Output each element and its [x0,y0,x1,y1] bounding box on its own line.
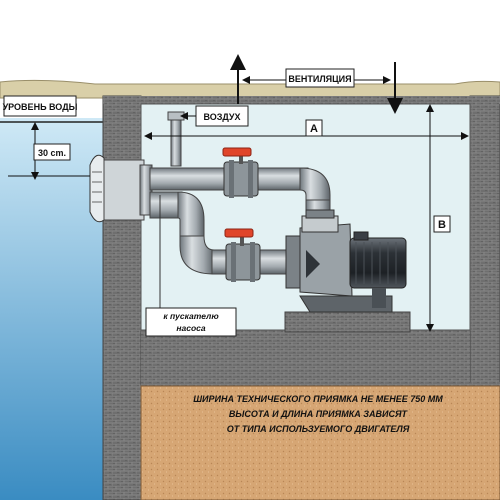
air-label: ВОЗДУХ [203,112,240,122]
water-level-label: УРОВЕНЬ ВОДЫ [3,102,78,112]
starter-box [145,307,237,337]
dim-b-box [433,215,451,233]
dim-a-box [305,119,323,137]
lower-pipe-stub [149,191,183,219]
water-level-box [3,95,77,117]
starter-label-line2: насоса [176,323,206,333]
pool-water [0,118,103,500]
pit-slab-top [103,96,500,104]
motor-body [349,237,407,289]
note-line1: ШИРИНА ТЕХНИЧЕСКОГО ПРИЯМКА НЕ МЕНЕЕ 750… [193,394,443,404]
skimmer-inlet [89,154,153,223]
depth-box [33,143,71,161]
upper-valve-handle [222,147,252,157]
starter-label-line1: к пускателю [163,311,219,321]
ventilation-box [285,68,355,88]
depth-label: 30 cm. [38,148,66,158]
ventilation-label: ВЕНТИЛЯЦИЯ [288,74,351,84]
ground-slab [0,79,500,99]
note-line2: ВЫСОТА И ДЛИНА ПРИЯМКА ЗАВИСЯТ [229,409,409,419]
dim-a-label: A [310,123,318,135]
pump-base-plinth [284,311,411,333]
pit-floor [141,330,470,382]
dim-b-label: B [438,219,446,231]
pump-unit [285,209,407,313]
upper-ball-valve [222,147,259,198]
soil-layer [140,385,500,500]
air-vent-pipe [170,115,182,167]
note-line3: ОТ ТИПА ИСПОЛЬЗУЕМОГО ДВИГАТЕЛЯ [227,424,410,434]
lower-ball-valve [224,228,261,282]
lower-valve-handle [224,228,254,238]
pool-wall [102,95,142,500]
pit-wall-right [469,95,500,387]
